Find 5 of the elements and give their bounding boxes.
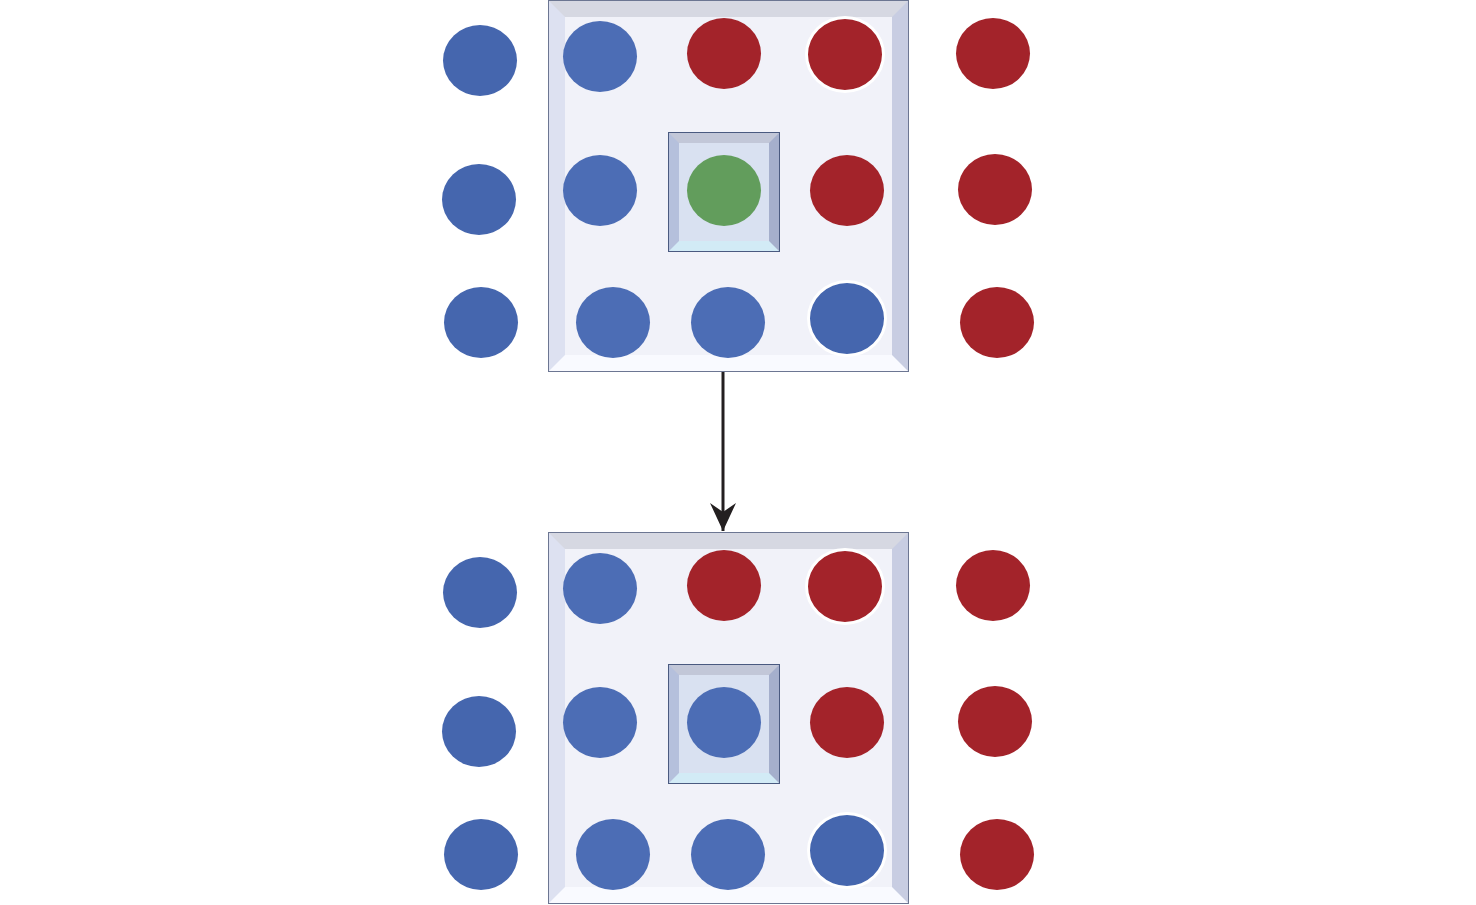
- beveled-frame: [669, 665, 779, 783]
- arrow: [710, 371, 736, 531]
- beveled-panel: [549, 1, 908, 371]
- beveled-panel: [549, 533, 908, 903]
- beveled-frame: [669, 133, 779, 251]
